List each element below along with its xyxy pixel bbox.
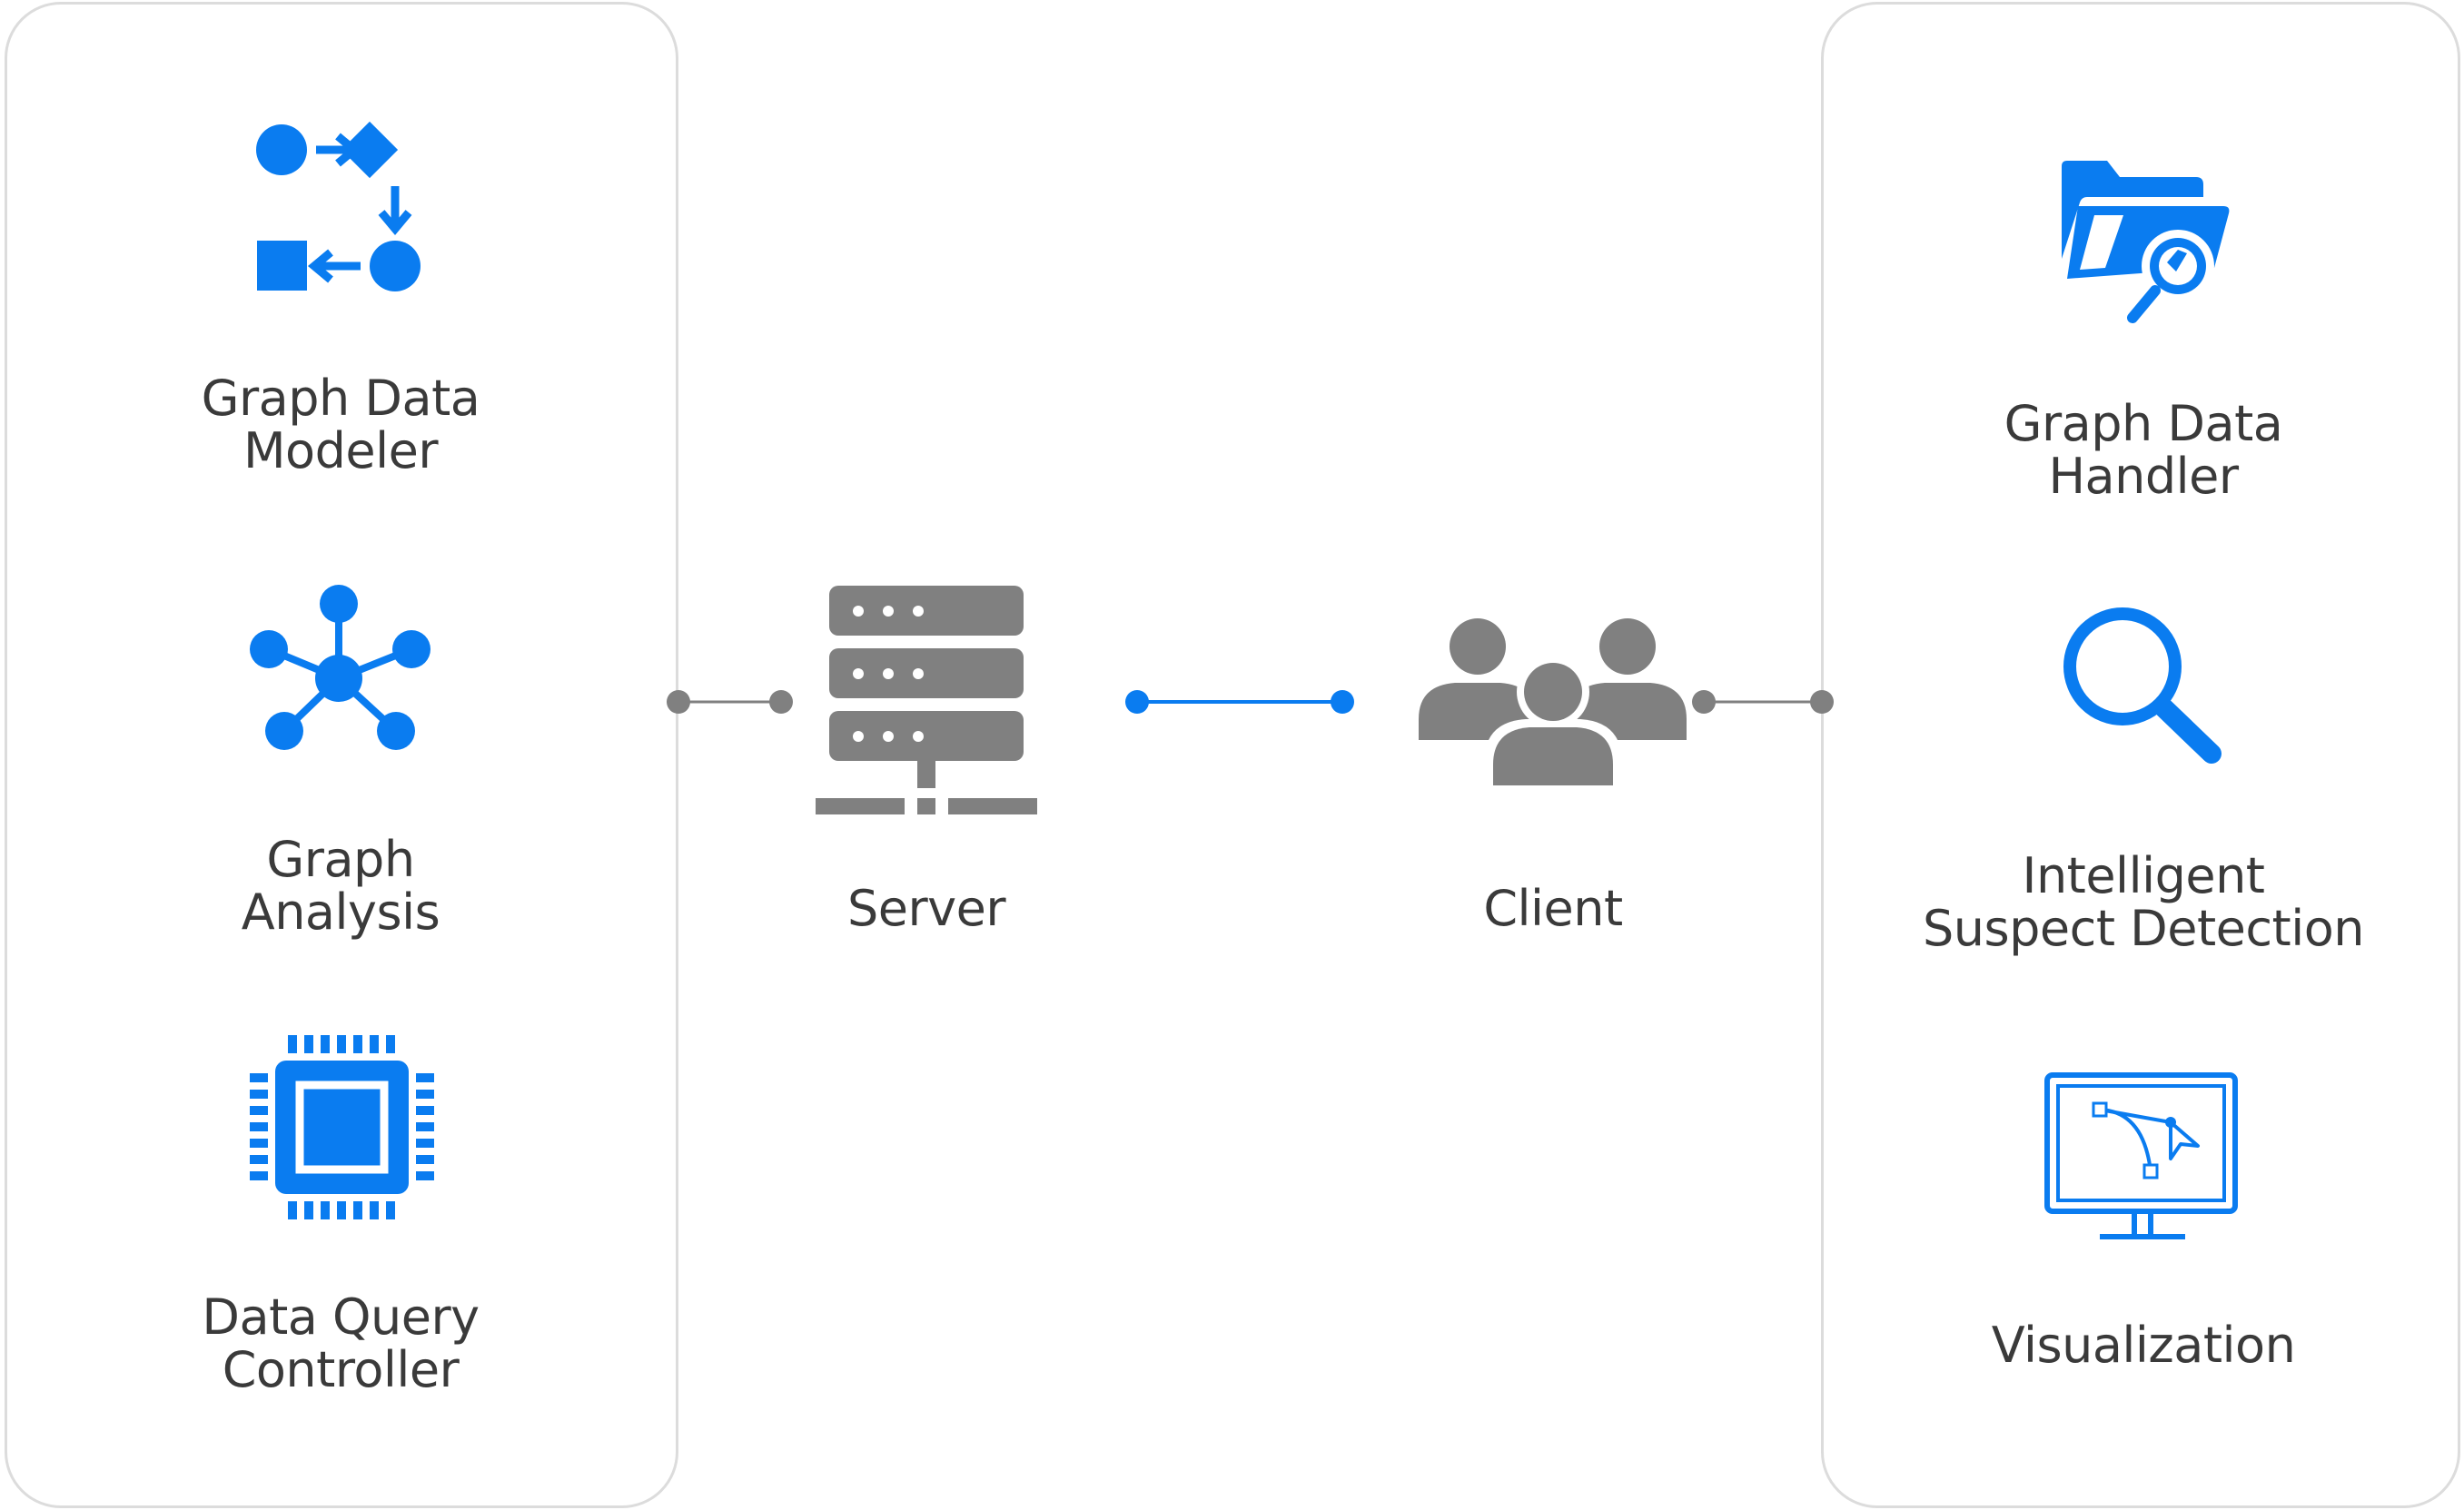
label-line: Graph	[266, 831, 415, 888]
label-line: Data Query	[202, 1288, 480, 1346]
network-hub-icon	[243, 581, 434, 763]
visualization-label: Visualization	[1935, 1319, 2352, 1372]
label-line: Analysis	[241, 883, 440, 941]
cpu-chip-icon	[245, 1031, 436, 1221]
monitor-vector-icon	[2043, 1071, 2239, 1244]
label-line: Modeler	[242, 422, 439, 479]
label-line: Visualization	[1991, 1317, 2296, 1374]
users-group-icon	[1419, 617, 1687, 785]
label-line: Graph Data	[2004, 395, 2283, 452]
graph-data-handler-label: Graph Data Handler	[1935, 398, 2352, 503]
right-connector	[1692, 690, 1834, 714]
label-line: Controller	[222, 1341, 460, 1398]
left-panel	[5, 2, 678, 1508]
graph-analysis-label: Graph Analysis	[136, 834, 545, 939]
server-icon	[816, 586, 1039, 822]
label-line: Intelligent	[2022, 847, 2265, 904]
label-line: Client	[1483, 880, 1623, 937]
folder-search-icon	[2060, 159, 2232, 331]
label-line: Handler	[2048, 448, 2239, 505]
flow-shapes-icon	[254, 118, 427, 300]
label-line: Suspect Detection	[1923, 900, 2365, 957]
graph-data-modeler-label: Graph Data Modeler	[136, 372, 545, 478]
label-line: Graph Data	[201, 370, 480, 427]
server-label: Server	[790, 883, 1063, 935]
server-client-connector	[1125, 690, 1354, 714]
magnifier-icon	[2057, 601, 2239, 774]
intelligent-suspect-detection-label: Intelligent Suspect Detection	[1889, 850, 2398, 955]
left-connector	[667, 690, 793, 714]
client-label: Client	[1417, 883, 1689, 935]
label-line: Server	[846, 880, 1006, 937]
data-query-controller-label: Data Query Controller	[136, 1291, 545, 1397]
